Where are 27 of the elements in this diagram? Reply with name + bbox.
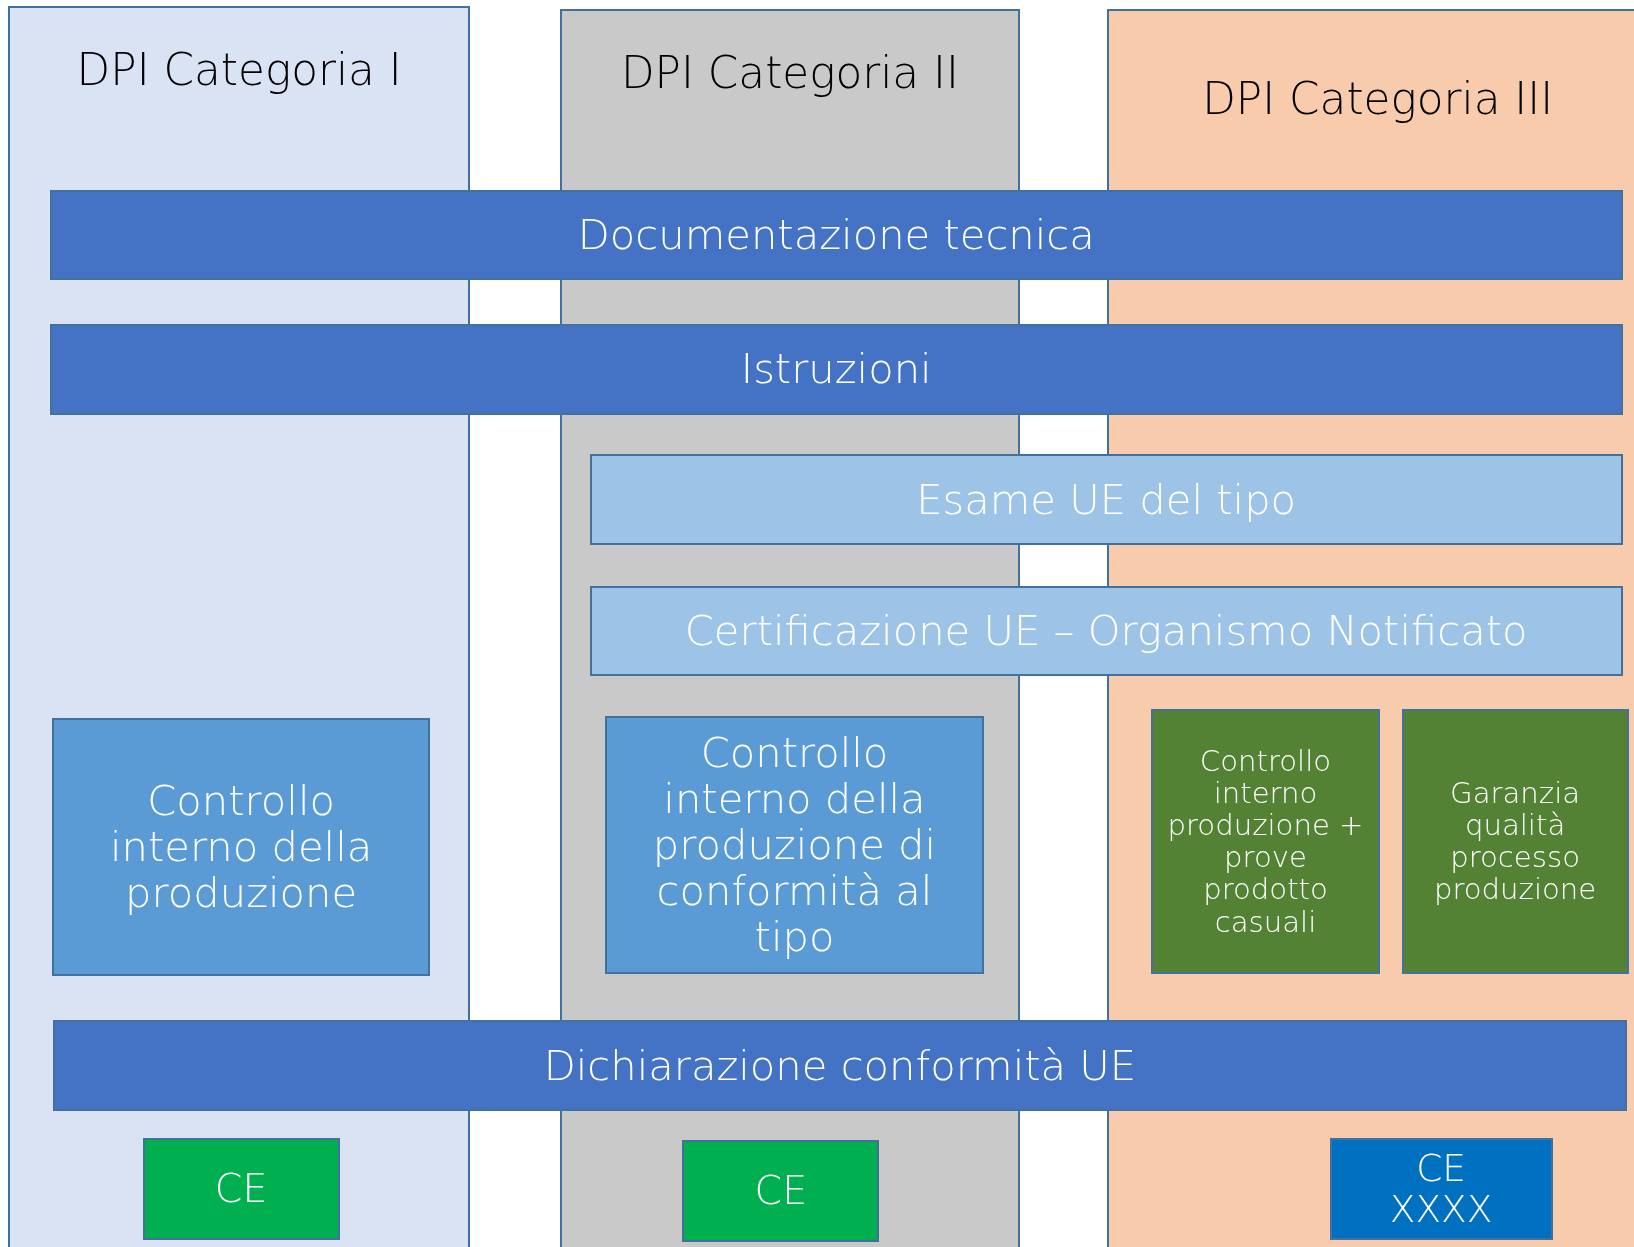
box-label: Controllo interno della produzione di conformità al tipo xyxy=(651,730,938,960)
box-label: CE XXXX xyxy=(1388,1147,1494,1231)
box-label: Certificazione UE – Organismo Notificato xyxy=(684,608,1528,654)
marking-box xyxy=(142,1137,340,1240)
column-heading: DPI Categoria I xyxy=(76,45,402,94)
box-label: Istruzioni xyxy=(740,346,932,393)
column-heading: DPI Categoria III xyxy=(1202,74,1554,123)
box-label: Dichiarazione conformità UE xyxy=(543,1042,1137,1089)
box-label: Controllo interno produzione + prove prodotto casuali xyxy=(1166,745,1365,938)
procedure-box xyxy=(1151,708,1380,975)
box-label: CE xyxy=(214,1167,268,1211)
requirement-bar xyxy=(50,189,1623,281)
requirement-bar xyxy=(53,1020,1627,1111)
box-label: Garanzia qualità processo produzione xyxy=(1432,777,1598,906)
requirement-bar xyxy=(589,585,1623,677)
column-heading: DPI Categoria II xyxy=(620,48,959,97)
requirement-bar xyxy=(589,454,1623,545)
box-label: Controllo interno della produzione xyxy=(108,778,374,916)
requirement-bar xyxy=(50,324,1623,415)
marking-box xyxy=(1329,1137,1553,1240)
box-label: CE xyxy=(754,1169,808,1213)
procedure-box xyxy=(605,715,984,975)
procedure-box xyxy=(1401,708,1629,975)
box-label: Esame UE del tipo xyxy=(916,476,1297,523)
procedure-box xyxy=(52,717,431,977)
marking-box xyxy=(682,1139,880,1243)
box-label: Documentazione tecnica xyxy=(577,212,1095,258)
